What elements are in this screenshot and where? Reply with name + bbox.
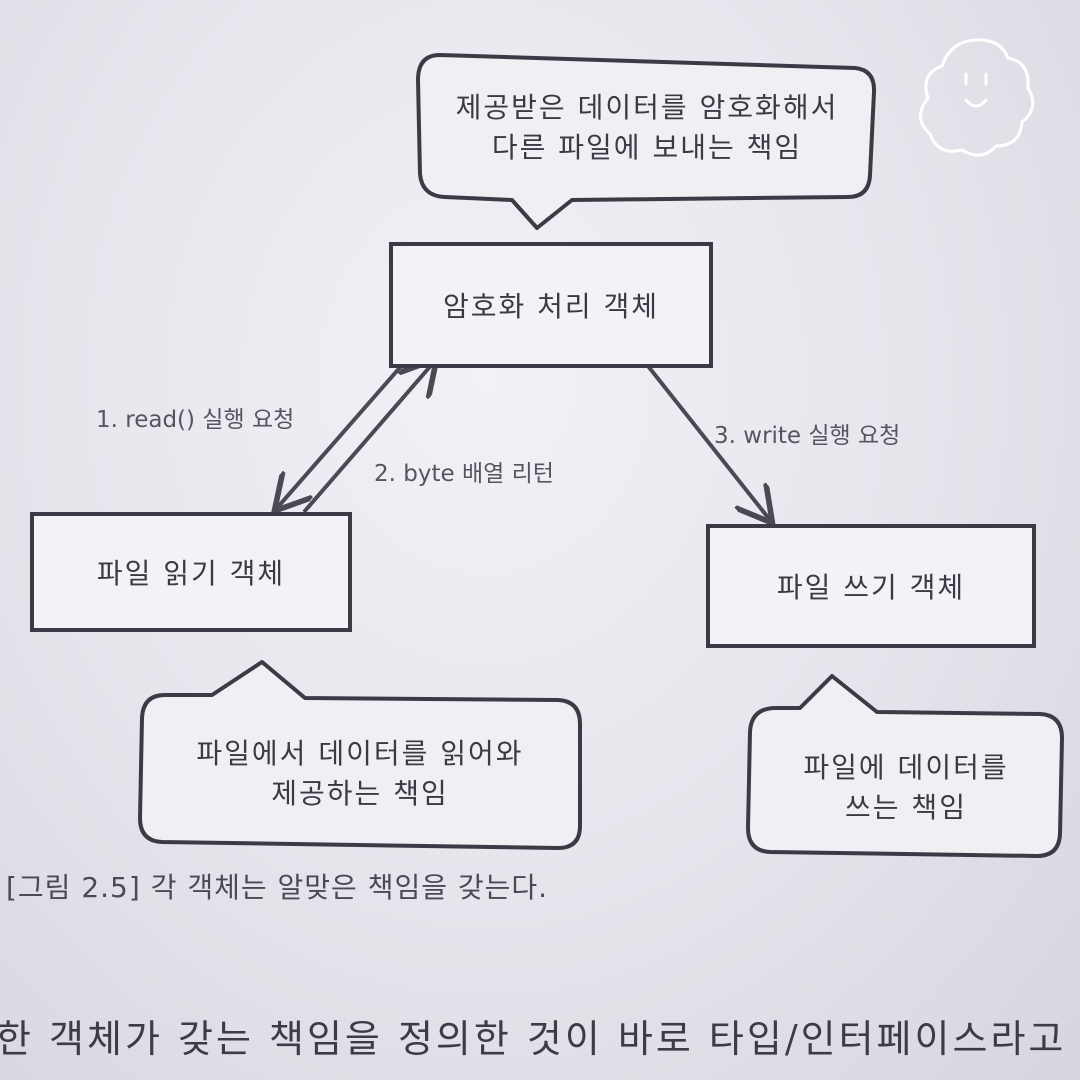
body-paragraph: 한 객체가 갖는 책임을 정의한 것이 바로 타입/인터페이스라고 xyxy=(0,1017,1067,1061)
writer-bubble xyxy=(746,674,1064,858)
writer-object-box: 파일 쓰기 객체 xyxy=(706,524,1036,648)
write-request-arrow xyxy=(646,364,770,520)
encrypt-bubble xyxy=(416,53,877,230)
writer-object-label: 파일 쓰기 객체 xyxy=(776,571,966,604)
write-request-label: 3. write 실행 요청 xyxy=(714,423,901,449)
read-request-arrow xyxy=(277,354,412,508)
encrypt-object-label: 암호화 처리 객체 xyxy=(442,290,660,323)
reader-bubble xyxy=(138,660,582,850)
encrypt-responsibility-text: 제공받은 데이터를 암호화해서 다른 파일에 보내는 책임 xyxy=(455,91,839,164)
figure-caption: [그림 2.5] 각 객체는 알맞은 책임을 갖는다. xyxy=(6,871,549,904)
reader-object-label: 파일 읽기 객체 xyxy=(96,557,286,590)
writer-responsibility-text: 파일에 데이터를 쓰는 책임 xyxy=(803,751,1009,824)
byte-return-label: 2. byte 배열 리턴 xyxy=(374,461,554,487)
read-request-label: 1. read() 실행 요청 xyxy=(96,407,295,433)
reader-object-box: 파일 읽기 객체 xyxy=(30,512,352,632)
encrypt-object-box: 암호화 처리 객체 xyxy=(389,242,713,368)
reader-responsibility-text: 파일에서 데이터를 읽어와 제공하는 책임 xyxy=(196,737,524,810)
sticker-icon xyxy=(919,38,1035,157)
byte-return-arrow xyxy=(302,362,434,514)
